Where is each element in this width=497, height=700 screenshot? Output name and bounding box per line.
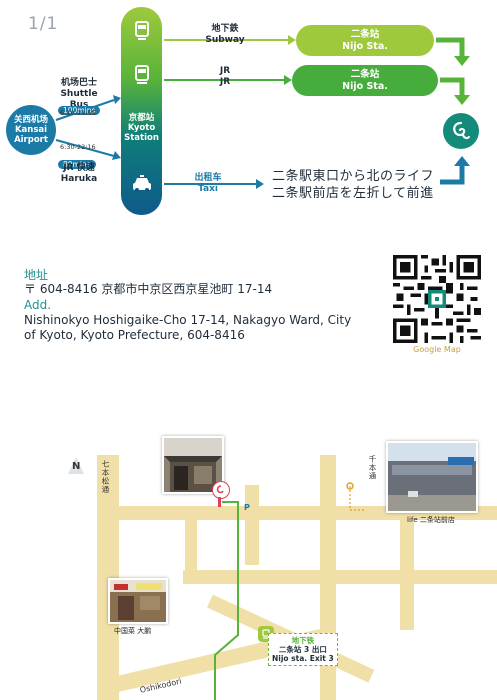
road-stub <box>185 520 197 572</box>
shuttle-duration: 100mins <box>58 106 101 115</box>
road-vertical-mid <box>245 485 259 565</box>
haruka-duration-badge: 80mins <box>58 152 96 171</box>
taxi-directions-line2: 二条駅前店を左折して前進 <box>272 186 434 201</box>
airport-name-en2: Airport <box>14 135 48 145</box>
kyoto-station-name-ja: 京都站 <box>128 113 155 123</box>
subway-train-icon <box>121 10 162 51</box>
jr-label-en: JR <box>219 77 231 87</box>
subway-nijo-station-pill: 二条站 Nijo Sta. <box>296 25 434 56</box>
street-senbon-label: 千本通 <box>368 455 377 481</box>
address-jp: 〒 604-8416 京都市中京区西京星池町 17-14 <box>24 282 273 296</box>
shuttle-bus-label: 机场巴士 Shuttle Bus <box>50 78 108 111</box>
north-label: N <box>72 461 81 472</box>
jr-train-icon <box>121 54 162 95</box>
road-right-side <box>400 520 414 630</box>
haruka-duration: 80mins <box>58 160 96 169</box>
exit-line1: 地下铁 <box>291 636 315 645</box>
address-en-line1: Nishinokyo Hoshigaike-Cho 17-14, Nakagyo… <box>24 313 352 327</box>
life-supermarket-label: life 二条站前店 <box>407 516 455 524</box>
haruka-hours: 6:30-22:16 <box>60 143 96 151</box>
parking-icon: P <box>244 503 250 512</box>
jr-label-ja: JR <box>219 66 231 76</box>
hotel-pin-stem <box>218 497 221 507</box>
page-number: 1/1 <box>28 14 59 34</box>
kyoto-station-name-en2: Station <box>124 133 159 143</box>
hotel-logo-icon <box>443 113 479 149</box>
street-shichihonmatsu-label: 七本松通 <box>101 460 110 494</box>
exit-line3: Nijo sta. Exit 3 <box>272 654 334 663</box>
subway-dest-en: Nijo Sta. <box>342 40 388 52</box>
shuttle-duration-badge: 100mins <box>58 98 101 117</box>
kyoto-station-name-en1: Kyoto <box>127 123 156 133</box>
haruka-name-zh: JR 快速 <box>63 163 95 173</box>
subway-dest-ja: 二条站 <box>350 28 380 40</box>
google-map-caption: Google Map <box>413 345 461 354</box>
exit-line2: 二条站 3 出口 <box>278 645 327 654</box>
taxi-label-ja: 出租车 <box>194 173 222 183</box>
road-horizontal-middle <box>183 570 497 584</box>
address-label-en: Add. <box>24 298 52 312</box>
hotel-photo <box>162 436 224 494</box>
hotel-location-pin-icon <box>212 481 230 499</box>
taxi-route-label: 出租车 Taxi <box>178 173 238 195</box>
taxi-icon <box>121 163 162 204</box>
haruka-name-en: Haruka <box>60 174 98 184</box>
chinese-restaurant-photo <box>108 578 168 624</box>
subway-label-ja: 地下鉄 <box>211 24 239 34</box>
jr-dest-ja: 二条站 <box>350 68 380 80</box>
nijo-exit-3-label: 地下铁 二条站 3 出口 Nijo sta. Exit 3 <box>268 633 338 666</box>
address-en-line2: of Kyoto, Kyoto Prefecture, 604-8416 <box>24 328 245 342</box>
jr-dest-en: Nijo Sta. <box>342 80 388 92</box>
haruka-label: JR 快速 Haruka <box>50 163 108 185</box>
subway-route-label: 地下鉄 Subway <box>190 24 260 46</box>
airport-name-en1: Kansai <box>14 125 48 135</box>
taxi-directions: 二条駅東口から北のライフ 二条駅前店を左折して前進 <box>272 168 434 202</box>
kansai-airport-circle: 关西机场 Kansai Airport <box>6 105 56 155</box>
north-arrow-icon <box>66 456 86 476</box>
address-label-zh: 地址 <box>24 268 49 282</box>
route-arrows <box>55 35 470 189</box>
shuttle-name-zh: 机场巴士 <box>60 78 97 88</box>
shuttle-name-en: Shuttle Bus <box>60 89 98 110</box>
jr-route-label: JR JR <box>190 66 260 88</box>
life-supermarket-photo <box>386 441 478 513</box>
subway-label-en: Subway <box>205 35 245 45</box>
shuttle-hours: 6:10-23:55 <box>60 109 96 117</box>
chinese-restaurant-label: 中国菜 大鹏 <box>114 627 152 635</box>
taxi-directions-line1: 二条駅東口から北のライフ <box>272 169 435 184</box>
kyoto-station-label: 京都站 Kyoto Station <box>121 113 162 143</box>
airport-name-zh: 关西机场 <box>13 115 48 125</box>
walking-route <box>214 482 365 700</box>
jr-nijo-station-pill: 二条站 Nijo Sta. <box>292 65 438 96</box>
taxi-label-en: Taxi <box>198 184 218 194</box>
google-map-qr-code[interactable] <box>393 255 481 343</box>
